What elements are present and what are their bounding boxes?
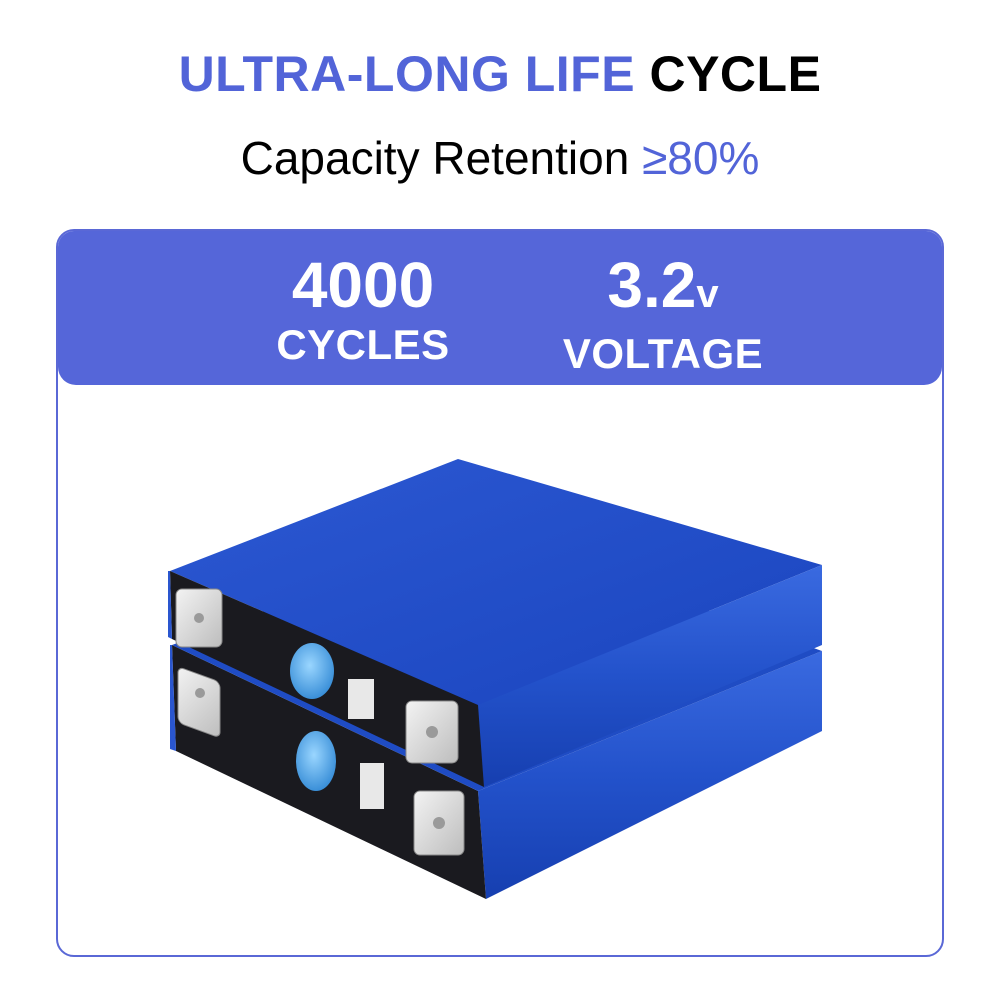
stats-band: 4000 CYCLES 3.2v VOLTAGE xyxy=(58,231,942,385)
cycles-label: CYCLES xyxy=(276,321,450,368)
cycles-value: 4000 xyxy=(291,249,435,321)
voltage-display: 3.2v xyxy=(538,249,788,330)
voltage-stat: 3.2v VOLTAGE xyxy=(538,249,788,378)
headline-rest: CYCLE xyxy=(649,46,822,102)
battery-cell-top xyxy=(168,459,822,787)
cycles-stat: 4000 CYCLES xyxy=(238,249,488,369)
product-card: 4000 CYCLES 3.2v VOLTAGE xyxy=(56,229,944,957)
voltage-value: 3.2 xyxy=(607,249,697,321)
subtitle: Capacity Retention ≥80% xyxy=(0,128,1000,188)
headline-accent: ULTRA-LONG LIFE xyxy=(178,46,636,102)
headline: ULTRA-LONG LIFE CYCLE xyxy=(0,44,1000,104)
voltage-label: VOLTAGE xyxy=(562,330,764,377)
subtitle-value: ≥80% xyxy=(642,132,760,184)
battery-cells-illustration xyxy=(168,459,822,899)
subtitle-text: Capacity Retention xyxy=(240,132,630,184)
voltage-unit: v xyxy=(696,272,719,316)
